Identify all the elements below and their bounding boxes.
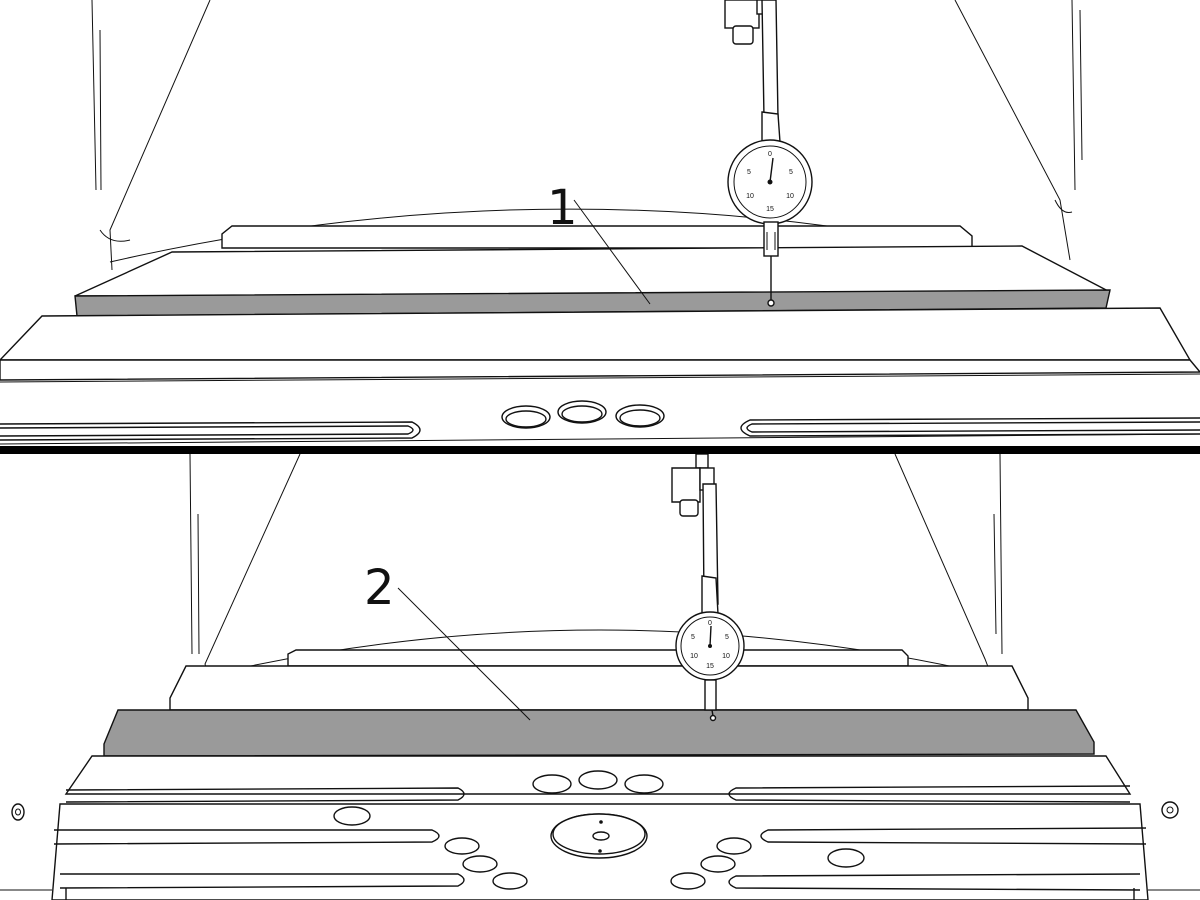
dial-scale: 0 5 10 15 10 5 — [746, 151, 794, 213]
front-table — [0, 307, 1192, 361]
svg-text:5: 5 — [747, 169, 751, 176]
svg-text:10: 10 — [746, 193, 754, 200]
svg-text:10: 10 — [786, 193, 794, 200]
svg-text:15: 15 — [706, 663, 714, 670]
rear-block — [221, 225, 973, 249]
svg-text:0: 0 — [768, 151, 772, 158]
svg-text:10: 10 — [690, 653, 698, 660]
svg-text:5: 5 — [789, 169, 793, 176]
middle-plate — [169, 665, 1029, 711]
svg-text:5: 5 — [691, 634, 695, 641]
cabinet-frame — [189, 454, 1003, 675]
callout-1: 1 — [547, 180, 651, 305]
svg-text:5: 5 — [725, 634, 729, 641]
side-knobs — [0, 801, 1200, 891]
table-slots — [0, 400, 1200, 441]
panel-divider — [0, 446, 1200, 454]
svg-text:10: 10 — [722, 653, 730, 660]
table-holes — [333, 770, 865, 890]
callout-2: 2 — [364, 560, 531, 721]
svg-text:15: 15 — [766, 206, 774, 213]
svg-text:2: 2 — [364, 560, 395, 616]
cabinet-frame — [91, 0, 1083, 271]
dial-indicator-bottom: 0 5 10 15 10 5 — [671, 454, 745, 722]
svg-text:0: 0 — [708, 620, 712, 627]
rear-block — [287, 649, 909, 667]
dial-scale: 0 5 10 15 10 5 — [690, 620, 730, 670]
measured-surface-2 — [103, 709, 1095, 757]
dial-indicator-top: 0 5 10 15 10 5 — [724, 0, 813, 307]
svg-text:1: 1 — [547, 180, 578, 236]
table-slots — [53, 785, 1147, 900]
middle-plate — [74, 245, 1111, 297]
panel-bottom-view: 0 5 10 15 10 5 2 — [0, 454, 1200, 900]
panel-top-view: 0 5 10 15 10 5 1 — [0, 0, 1200, 446]
